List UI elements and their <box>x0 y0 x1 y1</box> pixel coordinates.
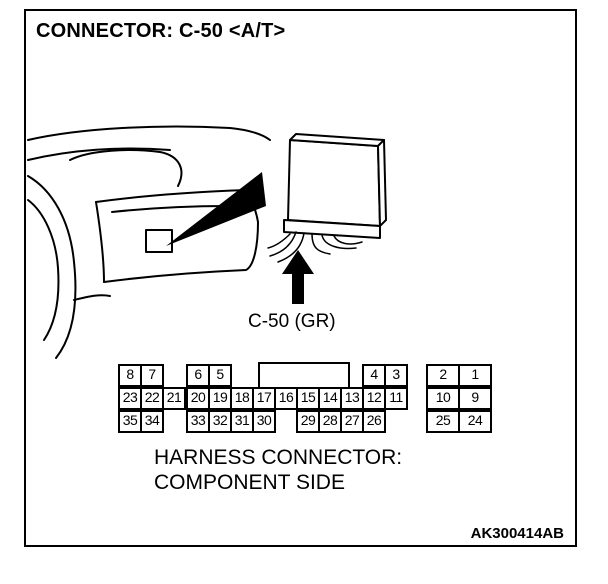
connector-pin: 24 <box>458 410 492 433</box>
connector-pin: 15 <box>296 387 320 410</box>
connector-pin: 12 <box>362 387 386 410</box>
harness-wire <box>269 231 297 257</box>
connector-pin: 11 <box>384 387 408 410</box>
up-arrow-icon <box>282 250 314 304</box>
connector-pin: 30 <box>252 410 276 433</box>
ecu-connector-plug <box>283 219 381 239</box>
connector-pin: 5 <box>208 364 232 387</box>
harness-wire <box>333 235 363 245</box>
connector-pin: 31 <box>230 410 254 433</box>
dashboard-panel-top <box>95 189 247 203</box>
dashboard-top-edge <box>27 125 271 141</box>
harness-caption-line-2: COMPONENT SIDE <box>154 471 345 494</box>
connector-pin: 7 <box>140 364 164 387</box>
harness-wire <box>311 233 331 255</box>
connector-pin: 10 <box>426 387 460 410</box>
harness-wire <box>321 234 357 250</box>
harness-caption-line-1: HARNESS CONNECTOR: <box>154 446 403 469</box>
connector-pin: 33 <box>186 410 210 433</box>
connector-pin: 1 <box>458 364 492 387</box>
connector-pin: 26 <box>362 410 386 433</box>
connector-pin: 17 <box>252 387 276 410</box>
connector-pin: 18 <box>230 387 254 410</box>
connector-key <box>258 362 350 389</box>
dashboard-lower-edge <box>103 221 259 283</box>
steering-wheel-outer <box>27 175 77 359</box>
harness-wire <box>277 232 305 263</box>
connector-pin: 29 <box>296 410 320 433</box>
ecu-module-side <box>377 139 387 227</box>
diagram-title: CONNECTOR: C-50 <A/T> <box>36 20 286 42</box>
cluster-hood <box>69 149 183 187</box>
location-pointer <box>166 172 266 246</box>
connector-pin: 35 <box>118 410 142 433</box>
connector-pin: 8 <box>118 364 142 387</box>
connector-pin: 23 <box>118 387 142 410</box>
ecu-location-box <box>145 229 173 253</box>
connector-pin: 14 <box>318 387 342 410</box>
connector-pin: 13 <box>340 387 364 410</box>
connector-pin: 27 <box>340 410 364 433</box>
harness-wire <box>267 233 291 249</box>
connector-pin: 20 <box>186 387 210 410</box>
connector-pin: 2 <box>426 364 460 387</box>
steering-column <box>73 294 111 301</box>
connector-pin: 3 <box>384 364 408 387</box>
connector-pin: 16 <box>274 387 298 410</box>
ecu-module-body <box>287 139 381 227</box>
connector-pin: 19 <box>208 387 232 410</box>
dashboard-upper-line <box>27 147 171 161</box>
steering-wheel-inner <box>27 199 60 341</box>
connector-pin: 25 <box>426 410 460 433</box>
connector-pin: 34 <box>140 410 164 433</box>
connector-pin: 9 <box>458 387 492 410</box>
figure-code: AK300414AB <box>470 525 564 542</box>
connector-pin: 6 <box>186 364 210 387</box>
dashboard-panel-front <box>95 201 105 283</box>
connector-pin: 32 <box>208 410 232 433</box>
connector-pin: 21 <box>162 387 186 410</box>
connector-pin: 4 <box>362 364 386 387</box>
connector-pin: 22 <box>140 387 164 410</box>
dashboard-trim <box>111 205 229 213</box>
connector-label: C-50 (GR) <box>248 311 336 332</box>
connector-pin: 28 <box>318 410 342 433</box>
